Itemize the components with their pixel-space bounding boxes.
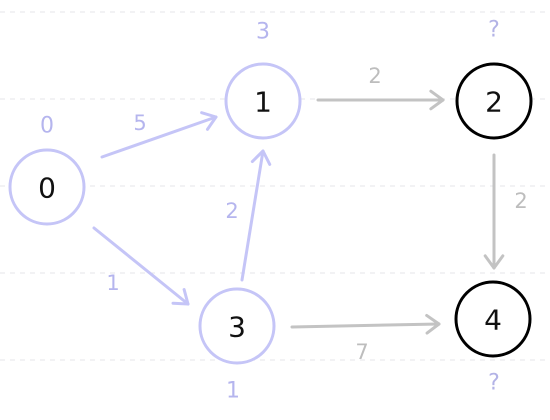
node-label: 4 — [484, 304, 502, 337]
edge-arrowhead — [483, 254, 505, 270]
edge-weight-label: 7 — [355, 340, 368, 364]
edge-line — [100, 115, 218, 159]
node-circle — [455, 62, 533, 140]
node-label: 2 — [485, 86, 503, 119]
edges-layer: 5 1 2 2 2 7 — [92, 64, 528, 364]
edge-arrowhead — [171, 288, 190, 306]
edge-line — [92, 226, 190, 306]
node-label: 3 — [228, 311, 246, 344]
edge-0-to-3: 1 — [92, 226, 190, 306]
edge-weight-label: 2 — [225, 199, 238, 223]
edge-2-to-4: 2 — [483, 153, 528, 270]
node-circle — [224, 62, 302, 140]
edge-line — [290, 322, 441, 329]
node-2: 2? — [455, 18, 533, 140]
node-distance-label: 1 — [226, 379, 240, 404]
node-distance-label: ? — [488, 371, 500, 396]
edge-0-to-1: 5 — [100, 111, 218, 159]
node-distance-label: 3 — [256, 20, 270, 45]
node-0: 00 — [8, 114, 86, 226]
node-1: 13 — [224, 20, 302, 140]
node-circle — [454, 280, 532, 358]
edge-arrowhead — [250, 149, 272, 166]
edge-weight-label: 1 — [106, 271, 119, 295]
edge-weight-label: 2 — [368, 64, 381, 88]
edge-arrowhead — [429, 89, 445, 111]
node-label: 0 — [38, 172, 56, 205]
edge-1-to-2: 2 — [316, 64, 445, 111]
edge-arrowhead — [425, 313, 441, 335]
node-distance-label: 0 — [40, 114, 54, 139]
node-distance-label: ? — [488, 18, 500, 43]
edge-3-to-4: 7 — [290, 313, 441, 364]
node-circle — [8, 148, 86, 226]
node-label: 1 — [254, 86, 272, 119]
edge-arrowhead — [200, 111, 218, 131]
node-4: 4? — [454, 280, 532, 396]
edge-weight-label: 2 — [514, 189, 527, 213]
edge-line — [240, 149, 265, 282]
node-3: 31 — [198, 287, 276, 404]
edge-weight-label: 5 — [133, 111, 146, 135]
edge-3-to-1: 2 — [225, 149, 272, 282]
node-circle — [198, 287, 276, 365]
